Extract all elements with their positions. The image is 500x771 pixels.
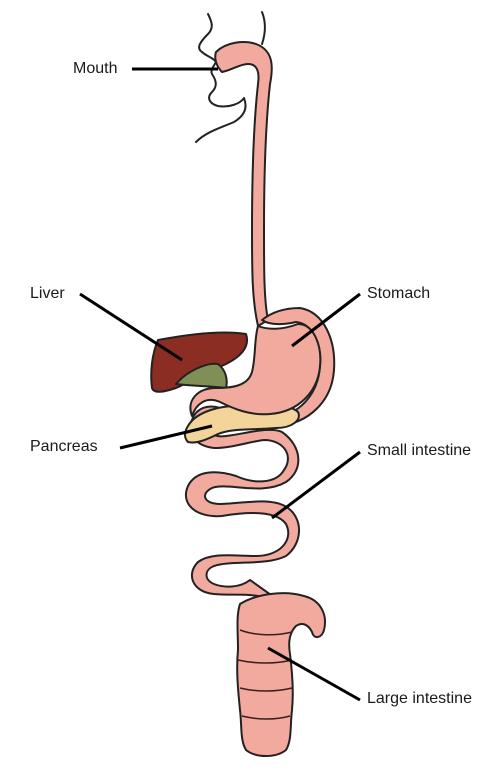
- label-mouth: Mouth: [73, 60, 118, 77]
- large-intestine: [236, 592, 326, 757]
- gallbladder: [175, 362, 228, 389]
- head-back-outline: [261, 11, 266, 45]
- small-intestine-leader-line: [271, 450, 361, 520]
- large-intestine-leader-line: [267, 646, 361, 702]
- label-pancreas: Pancreas: [30, 438, 98, 455]
- pancreas-leader-line: [119, 424, 213, 450]
- label-stomach: Stomach: [367, 285, 431, 302]
- face-outline: [195, 13, 247, 143]
- liver-leader-line: [79, 292, 183, 362]
- stomach-leader-line: [291, 292, 361, 348]
- label-liver: Liver: [30, 285, 65, 302]
- large-intestine-haustra: [237, 629, 293, 720]
- label-large-intestine: Large intestine: [367, 690, 472, 707]
- esophagus: [214, 41, 273, 327]
- label-small-intestine: Small intestine: [367, 442, 472, 459]
